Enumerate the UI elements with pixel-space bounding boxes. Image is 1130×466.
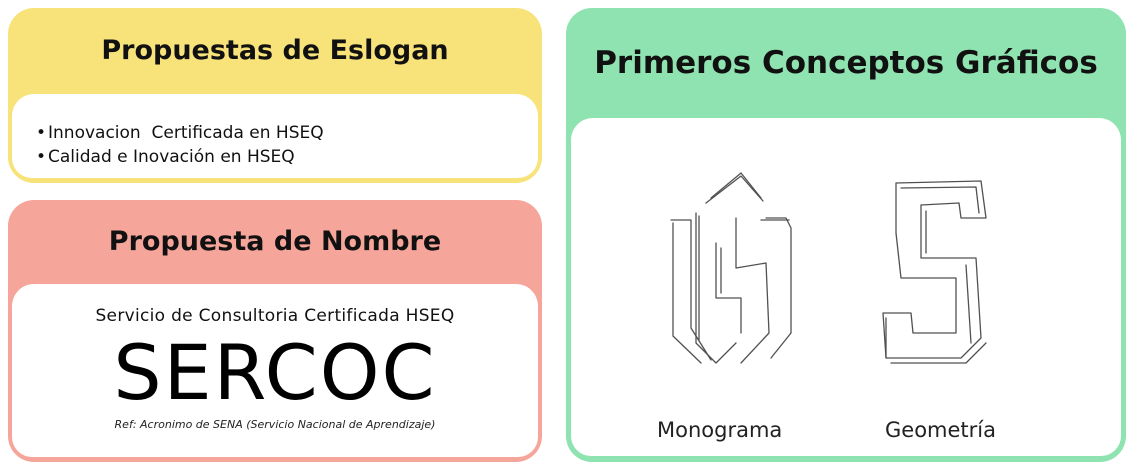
concepts-card: Primeros Conceptos Gráficos [566,8,1126,462]
name-card: Propuesta de Nombre Servicio de Consulto… [8,200,542,462]
bullet: • [36,147,47,167]
name-title: Propuesta de Nombre [108,225,442,257]
sketch-caption-geometry: Geometría [885,418,996,442]
list-item: •Calidad e Inovación en HSEQ [36,146,538,168]
concepts-body: Monograma Geometría [571,118,1121,456]
concepts-title: Primeros Conceptos Gráficos [594,45,1098,81]
list-item: •Innovacion Certificada en HSEQ [36,122,538,144]
monogram-sketch-icon [670,172,792,364]
bullet: • [36,123,47,143]
name-acronym: SERCOC [113,328,437,417]
name-reference: Ref: Acronimo de SENA (Servicio Nacional… [114,418,436,431]
slogan-body: •Innovacion Certificada en HSEQ •Calidad… [12,94,538,178]
slogan-card: Propuestas de Eslogan •Innovacion Certif… [8,8,542,183]
slogan-text: Innovacion Certificada en HSEQ [48,123,324,143]
sketch-caption-monogram: Monograma [657,418,783,442]
name-body: Servicio de Consultoria Certificada HSEQ… [12,284,538,457]
name-full-text: Servicio de Consultoria Certificada HSEQ [95,306,455,326]
geometric-s-sketch-icon [882,180,987,364]
slogan-text: Calidad e Inovación en HSEQ [48,147,295,167]
slogan-title: Propuestas de Eslogan [101,34,449,66]
